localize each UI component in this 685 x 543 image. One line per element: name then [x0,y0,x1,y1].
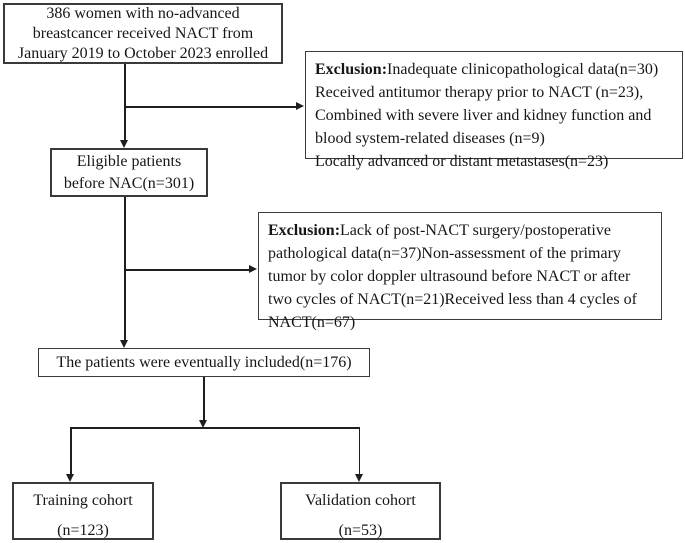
arrowhead-onto-split-bar-icon [199,420,208,428]
arrowhead-into-included-icon [120,340,129,348]
connector-branch-to-exclusion-1 [125,106,296,108]
arrowhead-into-exclusion-1-icon [296,102,304,111]
included-patients-text: The patients were eventually included(n=… [56,353,352,371]
training-cohort-box: Training cohort (n=123) [12,482,154,540]
connector-split-to-validation [358,427,361,474]
connector-split-to-training [70,427,72,474]
enrolled-patients-text: 386 women with no-advanced breastcancer … [17,4,269,62]
exclusion-2-label: Exclusion: [268,222,341,239]
training-cohort-count: (n=123) [57,522,109,539]
included-patients-box: The patients were eventually included(n=… [38,348,370,377]
exclusion-1-label: Exclusion: [315,61,388,78]
arrowhead-into-validation-icon [354,474,363,482]
exclusion-box-2: Exclusion:Lack of post-NACT surgery/post… [258,212,662,331]
exclusion-1-text: Inadequate clinicopathological data(n=30… [315,61,659,170]
exclusion-box-1: Exclusion:Inadequate clinicopathological… [305,51,683,170]
validation-cohort-label: Validation cohort [305,492,416,509]
arrowhead-into-training-icon [66,474,75,482]
training-cohort-label: Training cohort [33,492,133,509]
eligible-patients-text: Eligible patients before NAC(n=301) [63,152,195,192]
validation-cohort-box: Validation cohort (n=53) [280,482,441,540]
split-bar [70,427,360,429]
connector-included-to-split [203,377,205,421]
validation-cohort-count: (n=53) [338,522,383,539]
connector-enrolled-to-eligible [124,64,126,141]
connector-branch-to-exclusion-2 [125,269,249,271]
connector-eligible-to-included [124,197,126,340]
exclusion-2-text: Lack of post-NACT surgery/postoperative … [268,222,637,331]
eligible-patients-box: Eligible patients before NAC(n=301) [50,148,208,197]
arrowhead-into-exclusion-2-icon [249,265,257,274]
arrowhead-into-eligible-icon [120,140,129,148]
enrolled-patients-box: 386 women with no-advanced breastcancer … [3,3,283,64]
